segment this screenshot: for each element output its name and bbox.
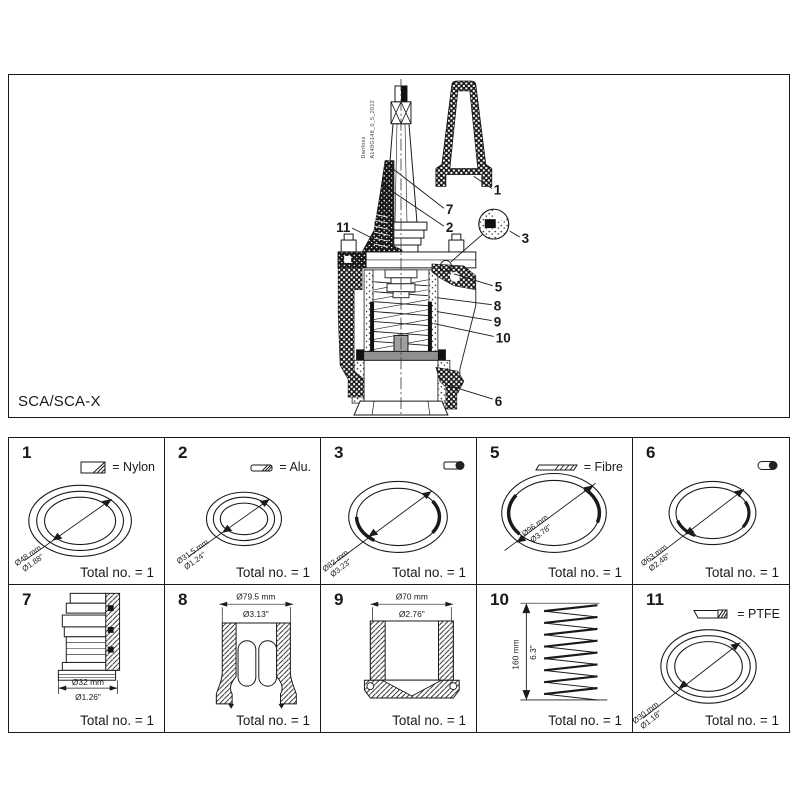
callout-leader-lines [351, 166, 520, 400]
part-number: 5 [490, 443, 500, 462]
total-count: Total no. = 1 [392, 713, 466, 728]
parts-grid: 1 = Nylon Ø48 mm Ø1.88" Total no. [8, 437, 790, 733]
valve-cap-drawing [435, 80, 493, 187]
callout-6: 6 [495, 394, 502, 409]
total-count: Total no. = 1 [705, 565, 779, 580]
nylon-section-icon [80, 461, 106, 473]
watermark: Danfoss A148G148_0_5_2012 [361, 100, 376, 159]
valve-assembly-panel: Danfoss A148G148_0_5_2012 [8, 74, 790, 418]
fibre-section-icon [534, 464, 578, 470]
total-count: Total no. = 1 [80, 565, 154, 580]
svg-text:Ø79.5 mm: Ø79.5 mm [236, 591, 275, 601]
valve-cross-section-drawing: Danfoss A148G148_0_5_2012 [336, 78, 529, 417]
bonnet-flange-drawing [337, 233, 477, 269]
part-number: 6 [646, 443, 656, 462]
material-label: = PTFE [737, 607, 780, 621]
part-number: 2 [178, 443, 188, 462]
material-label: = Alu. [279, 460, 311, 474]
part-cell-11: 11 = PTFE Ø30 mm Ø1.18" [633, 585, 789, 732]
o-ring-section-icon [757, 461, 778, 470]
callout-8: 8 [494, 299, 502, 314]
part-number: 10 [490, 590, 509, 609]
material-legend [757, 460, 780, 471]
part-cell-7: 7 [9, 585, 165, 732]
part-cell-1: 1 = Nylon Ø48 mm Ø1.88" Total no. [9, 438, 165, 585]
detail-circle [439, 207, 510, 272]
part-drawing-spring: 160 mm 6.3" [510, 602, 608, 701]
callout-3: 3 [522, 231, 529, 246]
material-legend: = Nylon [80, 460, 155, 474]
material-label: = Nylon [112, 460, 155, 474]
part-drawing-gasket-ring: Ø30 mm Ø1.18" [633, 629, 757, 731]
svg-text:160 mm: 160 mm [510, 639, 520, 669]
part-cell-8: 8 Ø79.5 mm Ø3.13" [165, 585, 321, 732]
svg-text:Danfoss: Danfoss [361, 136, 367, 158]
svg-text:A148G148_0_5_2012: A148G148_0_5_2012 [370, 100, 376, 159]
part-drawing-piston: Ø70 mm Ø2.76" [363, 591, 460, 699]
part-drawing-gasket-ring: Ø96 mm Ø3.78" [501, 472, 607, 553]
part-number: 1 [22, 443, 32, 462]
o-ring-section-icon [443, 461, 465, 470]
part-drawing-valve-cage: Ø79.5 mm Ø3.13" [215, 591, 297, 709]
part-drawing-o-ring: Ø82 mm Ø3.23" [321, 480, 448, 579]
part-cell-10: 10 160 mm 6.3" Total no. = 1 [477, 585, 633, 732]
part-cell-6: 6 Ø63 mm Ø2.48" Total no. = 1 [633, 438, 789, 585]
svg-text:Ø70 mm: Ø70 mm [396, 591, 428, 601]
ptfe-section-icon [693, 609, 728, 619]
part-number: 9 [334, 590, 344, 609]
svg-text:Ø2.76": Ø2.76" [399, 609, 425, 619]
model-label: SCA/SCA-X [18, 393, 101, 410]
callout-5: 5 [495, 280, 503, 295]
total-count: Total no. = 1 [236, 565, 310, 580]
thread-serration [373, 213, 389, 248]
svg-text:Ø1.26": Ø1.26" [75, 692, 101, 702]
part-cell-5: 5 = Fibre Ø96 mm Ø3.78" [477, 438, 633, 585]
part-number: 8 [178, 590, 188, 609]
callout-9: 9 [494, 315, 501, 330]
left-body-wall [337, 267, 365, 398]
callout-10: 10 [496, 330, 511, 345]
total-count: Total no. = 1 [236, 713, 310, 728]
part-cell-2: 2 = Alu. Ø31.5 mm Ø1.24" Total no [165, 438, 321, 585]
packing-cone [349, 160, 403, 265]
part-drawing-spindle-assembly: Ø32 mm Ø1.26" [57, 592, 121, 702]
outer-profile-line [459, 289, 477, 388]
part-number: 11 [646, 590, 664, 609]
callout-2: 2 [446, 220, 453, 235]
part-cell-9: 9 Ø70 mm Ø2.76" [321, 585, 477, 732]
part-cell-3: 3 Ø82 mm Ø3.23" Total no. = 1 [321, 438, 477, 585]
part-drawing-gasket-ring: Ø48 mm Ø1.88" [13, 484, 132, 573]
callout-11: 11 [336, 220, 351, 235]
part-drawing-o-ring: Ø63 mm Ø2.48" [639, 480, 757, 573]
part-drawing-gasket-ring: Ø31.5 mm Ø1.24" [175, 491, 283, 571]
outlet-foot [445, 386, 458, 410]
svg-text:6.3": 6.3" [528, 645, 538, 660]
callout-1: 1 [494, 182, 502, 197]
svg-text:Ø3.13": Ø3.13" [243, 609, 269, 619]
callout-numbers: 1 7 2 3 11 5 8 9 10 6 [336, 182, 529, 409]
svg-text:Ø32 mm: Ø32 mm [72, 677, 104, 687]
total-count: Total no. = 1 [392, 565, 466, 580]
flange-notch [449, 271, 460, 282]
total-count: Total no. = 1 [548, 713, 622, 728]
total-count: Total no. = 1 [548, 565, 622, 580]
material-legend [443, 460, 467, 471]
material-legend: = Fibre [534, 460, 623, 474]
material-label: = Fibre [583, 460, 623, 474]
callout-7: 7 [446, 202, 453, 217]
material-legend: = PTFE [692, 607, 780, 621]
alu-section-icon [250, 464, 273, 471]
part-number: 7 [22, 590, 32, 609]
material-legend: = Alu. [250, 460, 311, 474]
total-count: Total no. = 1 [705, 713, 779, 728]
right-outlet-flange [435, 366, 465, 394]
part-number: 3 [334, 443, 344, 462]
total-count: Total no. = 1 [80, 713, 154, 728]
